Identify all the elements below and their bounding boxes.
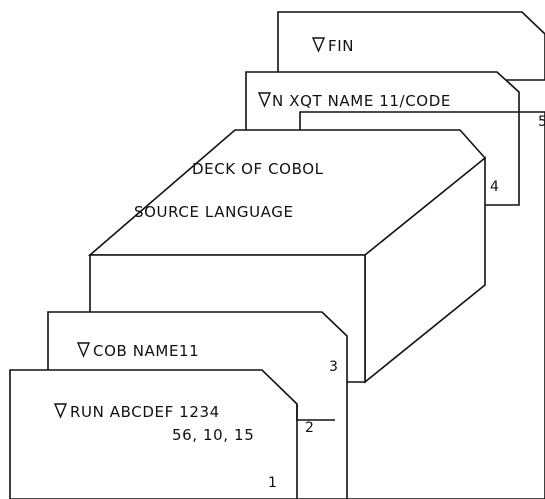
card-run-outline	[9, 369, 298, 499]
del-symbol-icon	[76, 342, 91, 358]
card-run: RUN ABCDEF 1234 56, 10, 15 2 1	[9, 369, 335, 499]
card-run-number-right: 2	[305, 420, 314, 436]
deck-label-line2: SOURCE LANGUAGE	[134, 203, 294, 221]
deck-label-line1: DECK OF COBOL	[192, 160, 324, 178]
card-cob-label: COB NAME11	[93, 342, 199, 360]
card-xqt-number: 5	[538, 114, 545, 130]
card-deck-tail-number: 4	[490, 179, 499, 195]
del-symbol-icon	[53, 403, 68, 419]
card-run-line2: 56, 10, 15	[172, 426, 254, 444]
card-fin: FIN	[277, 11, 545, 81]
del-symbol-icon	[257, 92, 272, 108]
card-fin-label: FIN	[328, 37, 354, 55]
card-fin-outline	[277, 11, 545, 81]
del-symbol-icon	[311, 37, 326, 53]
card-run-tab	[296, 404, 335, 421]
card-xqt-label: N XQT NAME 11/CODE	[272, 92, 451, 110]
card-run-line1: RUN ABCDEF 1234	[70, 403, 220, 421]
card-run-number-bottom: 1	[268, 475, 277, 491]
card-cob-number: 3	[329, 359, 338, 375]
